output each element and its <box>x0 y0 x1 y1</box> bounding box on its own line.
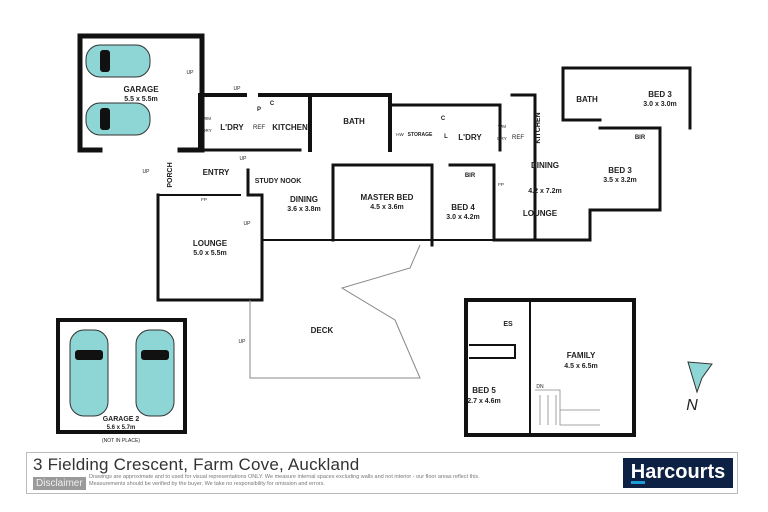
disclaimer-text: Drawings are approximate and to used for… <box>89 474 480 487</box>
svg-text:UP: UP <box>239 339 247 345</box>
svg-text:3.6 x 3.8m: 3.6 x 3.8m <box>287 206 320 213</box>
brand-name: Harcourts <box>630 461 726 483</box>
svg-text:UP: UP <box>234 86 242 92</box>
svg-text:ENTRY: ENTRY <box>203 168 230 177</box>
svg-text:3.0 x 3.0m: 3.0 x 3.0m <box>643 101 676 108</box>
footer-bar: 3 Fielding Crescent, Farm Cove, Auckland… <box>26 452 738 494</box>
disclaimer-tag: Disclaimer <box>33 477 86 490</box>
walls <box>56 33 692 437</box>
svg-text:LOUNGE: LOUNGE <box>193 239 228 248</box>
svg-text:BED 4: BED 4 <box>451 203 475 212</box>
svg-text:3.5 x 3.2m: 3.5 x 3.2m <box>603 177 636 184</box>
svg-text:5.0 x 5.5m: 5.0 x 5.5m <box>193 250 226 257</box>
svg-text:DECK: DECK <box>311 326 334 335</box>
svg-text:C: C <box>270 101 275 107</box>
svg-text:ES: ES <box>503 321 513 328</box>
deck-outline <box>249 244 421 379</box>
svg-text:DN: DN <box>536 384 544 390</box>
svg-text:C: C <box>441 116 446 122</box>
svg-text:UP: UP <box>244 221 252 227</box>
svg-text:UP: UP <box>143 169 151 175</box>
svg-text:GARAGE 2: GARAGE 2 <box>103 416 140 423</box>
svg-text:MASTER BED: MASTER BED <box>361 193 414 202</box>
svg-text:BED 5: BED 5 <box>472 386 496 395</box>
svg-text:PORCH: PORCH <box>167 162 174 187</box>
svg-text:BATH: BATH <box>576 95 598 104</box>
svg-text:REF: REF <box>253 125 265 131</box>
svg-text:FAMILY: FAMILY <box>567 351 596 360</box>
svg-text:UP: UP <box>240 156 248 162</box>
svg-text:BED 3: BED 3 <box>648 90 672 99</box>
stairs <box>535 389 600 426</box>
svg-text:DINING: DINING <box>290 195 318 204</box>
svg-text:BIR: BIR <box>465 173 476 179</box>
north-label: N <box>686 397 698 414</box>
svg-text:L'DRY: L'DRY <box>220 123 244 132</box>
north-arrow-icon <box>687 361 713 394</box>
svg-text:FP: FP <box>498 182 504 187</box>
svg-text:REF: REF <box>512 135 524 141</box>
svg-text:(NOT IN PLACE): (NOT IN PLACE) <box>102 438 140 444</box>
svg-text:FP: FP <box>201 197 207 202</box>
logo-accent-bar <box>631 481 645 484</box>
svg-text:2.7 x 4.6m: 2.7 x 4.6m <box>467 398 500 405</box>
svg-text:4.2 x 7.2m: 4.2 x 7.2m <box>528 188 561 195</box>
svg-text:UP: UP <box>187 70 195 76</box>
svg-text:BIR: BIR <box>635 135 646 141</box>
svg-text:5.6 x 5.7m: 5.6 x 5.7m <box>107 425 136 431</box>
svg-text:BATH: BATH <box>343 117 365 126</box>
svg-text:5.5 x 5.5m: 5.5 x 5.5m <box>124 96 157 103</box>
svg-text:GARAGE: GARAGE <box>123 85 159 94</box>
svg-text:STORAGE: STORAGE <box>408 132 433 138</box>
svg-text:DRY: DRY <box>497 136 506 141</box>
svg-text:BED 3: BED 3 <box>608 166 632 175</box>
svg-text:KITCHEN: KITCHEN <box>272 123 308 132</box>
svg-text:LOUNGE: LOUNGE <box>523 209 558 218</box>
floor-plan: N GARAGE 5.5 x 5.5m L'DRY KITCHEN BATH S… <box>56 33 713 444</box>
property-address: 3 Fielding Crescent, Farm Cove, Auckland <box>33 455 360 474</box>
svg-text:4.5 x 6.5m: 4.5 x 6.5m <box>564 363 597 370</box>
svg-text:WM: WM <box>203 116 211 121</box>
svg-text:L'DRY: L'DRY <box>458 133 482 142</box>
svg-text:DINING: DINING <box>531 161 559 170</box>
svg-text:KITCHEN: KITCHEN <box>535 112 542 143</box>
svg-text:P: P <box>257 107 261 113</box>
svg-text:WM: WM <box>498 124 506 129</box>
svg-text:3.0 x 4.2m: 3.0 x 4.2m <box>446 214 479 221</box>
harcourts-logo: Harcourts <box>623 458 733 488</box>
svg-text:DRY: DRY <box>202 128 211 133</box>
svg-text:STUDY NOOK: STUDY NOOK <box>255 178 302 185</box>
svg-text:L: L <box>444 134 448 140</box>
svg-text:4.5 x 3.6m: 4.5 x 3.6m <box>370 204 403 211</box>
svg-text:HW: HW <box>396 132 404 137</box>
